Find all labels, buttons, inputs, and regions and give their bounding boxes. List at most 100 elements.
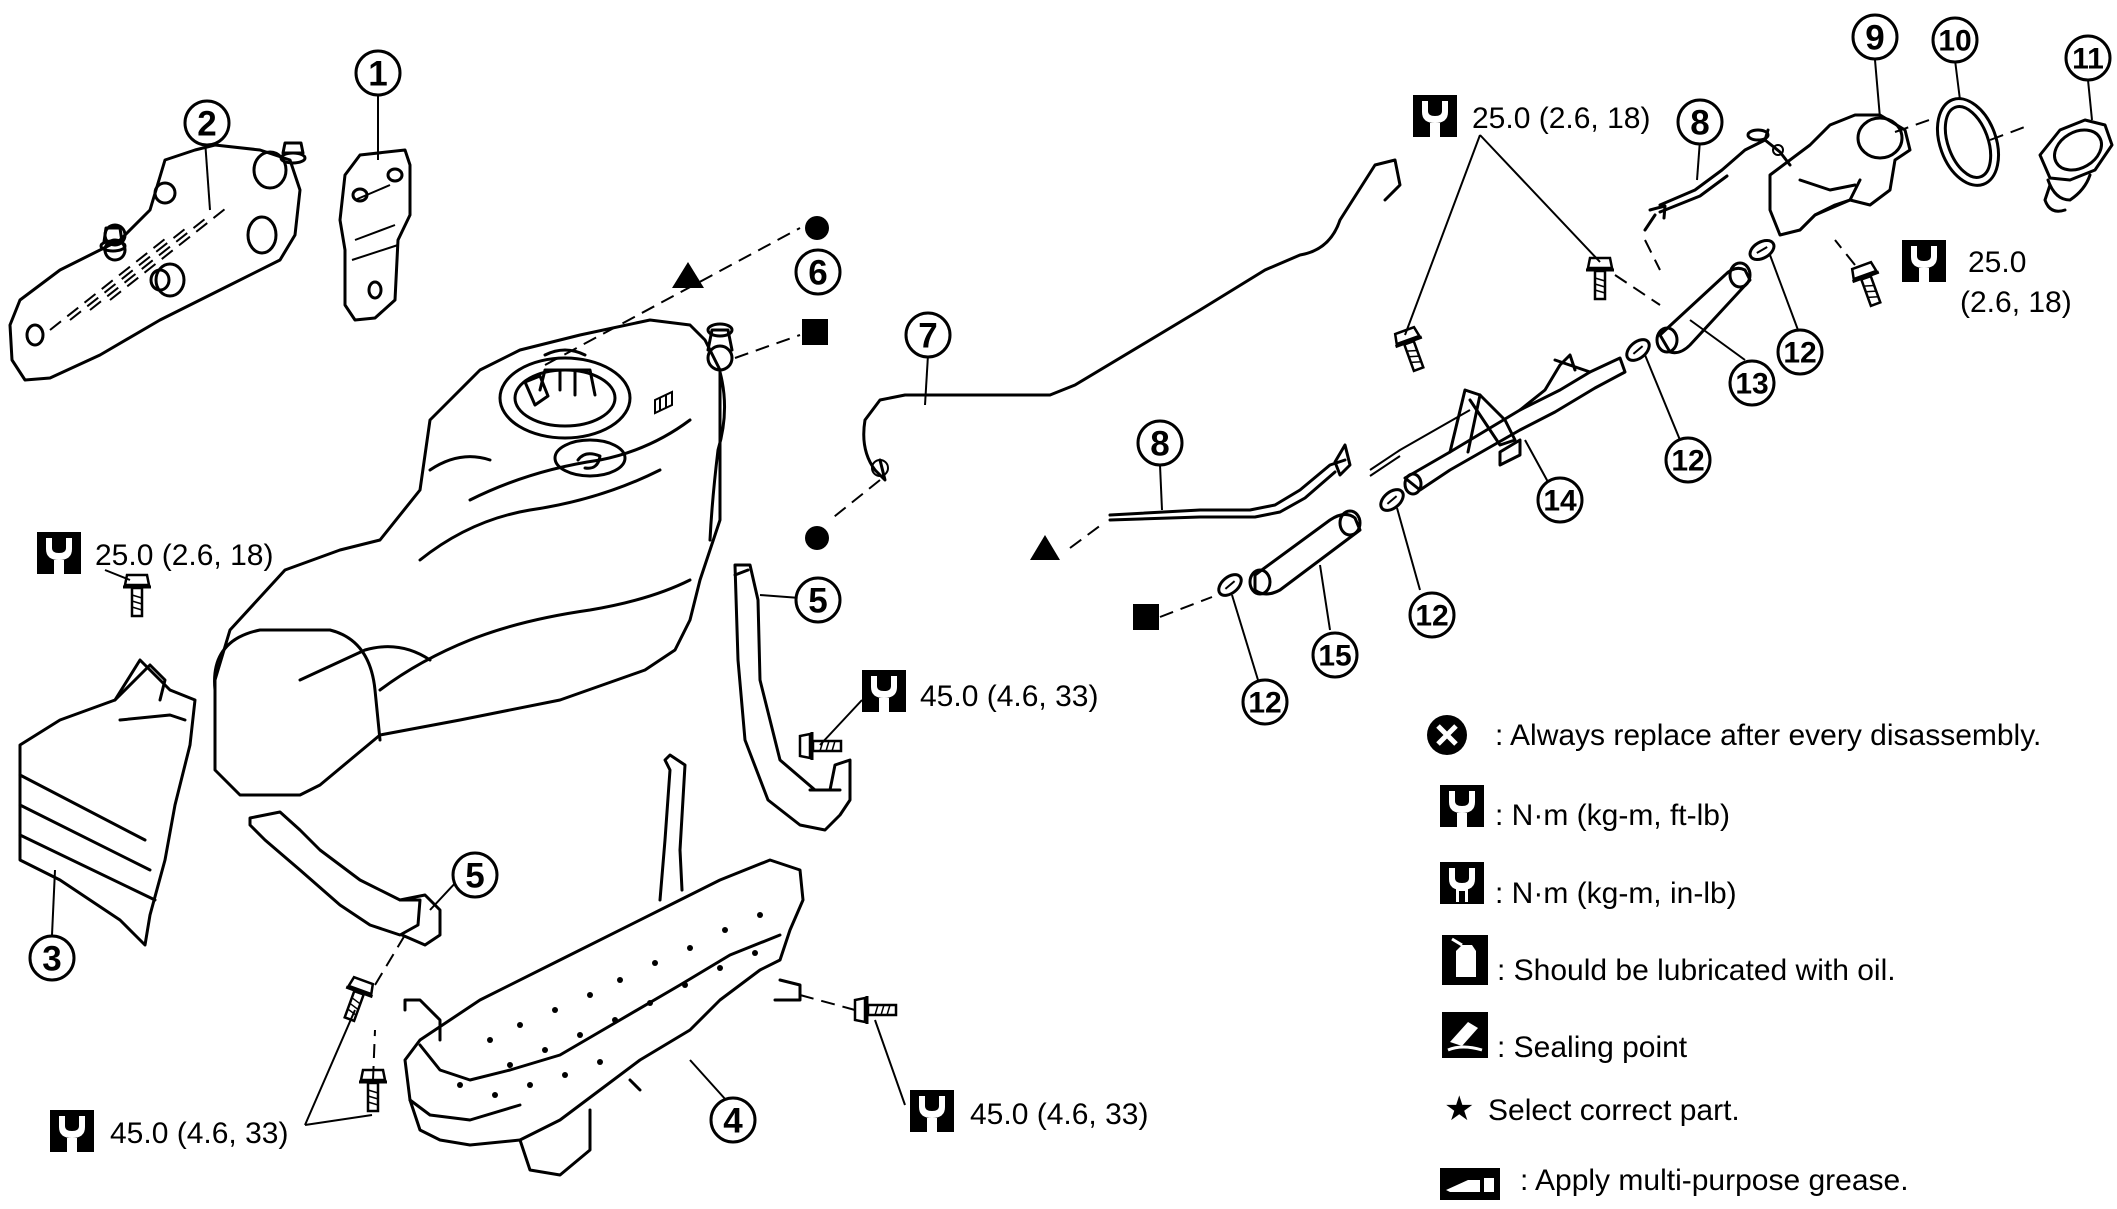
- torque-spec: 25.0: [1968, 246, 2026, 279]
- hose-clamp: [1621, 334, 1655, 366]
- replace-icon: [1427, 715, 1467, 755]
- svg-text:6: 6: [808, 254, 827, 293]
- svg-text:12: 12: [1415, 600, 1448, 633]
- torque-icon: [862, 670, 906, 712]
- callout-12: 12: [1776, 328, 1824, 376]
- svg-text:3: 3: [42, 940, 61, 979]
- torque-icon: [1413, 95, 1457, 137]
- filler-neck-upper: [1768, 113, 1912, 237]
- heat-shield-lower: [18, 658, 197, 947]
- circle-marker: [805, 216, 829, 240]
- svg-text:1: 1: [368, 55, 387, 94]
- svg-text:13: 13: [1735, 368, 1768, 401]
- torque-icon: [50, 1110, 94, 1152]
- callout-12: 12: [1408, 591, 1456, 639]
- circle-marker: [805, 526, 829, 550]
- heat-shield-upper: [8, 143, 302, 382]
- torque-ftlb-icon: [1440, 785, 1484, 827]
- callout-1: 1: [354, 49, 402, 97]
- torque-icon: [1902, 240, 1946, 282]
- vent-tube: [862, 158, 1402, 482]
- svg-text:7: 7: [918, 317, 937, 356]
- torque-inlb-icon: [1440, 862, 1484, 904]
- legend-select: Select correct part.: [1488, 1094, 1740, 1127]
- svg-text:14: 14: [1543, 485, 1577, 518]
- callout-6: 6: [794, 248, 842, 296]
- torque-spec: 45.0 (4.6, 33): [110, 1117, 288, 1150]
- torque-spec: 45.0 (4.6, 33): [970, 1098, 1148, 1131]
- svg-text:8: 8: [1150, 425, 1169, 464]
- grease-icon: [1440, 1168, 1500, 1200]
- callout-10: 10: [1931, 16, 1979, 64]
- svg-text:2: 2: [197, 105, 216, 144]
- filler-bolt: [1389, 324, 1434, 376]
- clip-fastener: [279, 141, 307, 165]
- callout-3: 3: [28, 934, 76, 982]
- callout-9: 9: [1851, 13, 1899, 61]
- torque-icon: [910, 1090, 954, 1132]
- vent-hose-lower: [1108, 443, 1352, 522]
- bracket: [338, 148, 412, 322]
- svg-text:12: 12: [1248, 687, 1281, 720]
- svg-text:8: 8: [1690, 104, 1709, 143]
- tank-strap-right: [733, 563, 852, 832]
- callout-2: 2: [183, 99, 231, 147]
- star-icon: ★: [1444, 1090, 1474, 1128]
- callout-12: 12: [1241, 678, 1289, 726]
- legend-sealing: : Sealing point: [1497, 1031, 1688, 1064]
- sealing-icon: [1442, 1012, 1488, 1058]
- torque-spec: 25.0 (2.6, 18): [95, 539, 273, 572]
- callout-5: 5: [794, 576, 842, 624]
- svg-text:12: 12: [1783, 337, 1816, 370]
- fuel-tank: [213, 318, 734, 797]
- callout-4: 4: [709, 1096, 757, 1144]
- callout-5: 5: [451, 851, 499, 899]
- filler-hose-lower: [1248, 509, 1362, 596]
- hose-clamp: [1375, 484, 1409, 516]
- svg-text:11: 11: [2072, 43, 2104, 76]
- clip-fastener: [99, 226, 127, 253]
- fuel-filler-cap: [2038, 118, 2114, 213]
- strap-bolt: [798, 730, 843, 762]
- heat-shield-bolt: [121, 573, 153, 618]
- svg-text:15: 15: [1318, 640, 1351, 673]
- legend-torque-ftlb: : N·m (kg-m, ft-lb): [1495, 799, 1730, 832]
- callout-7: 7: [904, 311, 952, 359]
- filler-gasket: [1936, 97, 2000, 187]
- callout-15: 15: [1311, 631, 1359, 679]
- triangle-marker: [1030, 535, 1060, 560]
- square-marker: [802, 319, 828, 345]
- filler-tube: [1369, 353, 1627, 496]
- callout-13: 13: [1728, 359, 1776, 407]
- svg-text:10: 10: [1938, 25, 1971, 58]
- callout-8: 8: [1136, 419, 1184, 467]
- legend-torque-inlb: : N·m (kg-m, in-lb): [1495, 877, 1737, 910]
- oil-icon: [1442, 935, 1488, 985]
- hose-clamp: [1213, 569, 1247, 601]
- callout-14: 14: [1536, 476, 1584, 524]
- svg-text:9: 9: [1865, 19, 1884, 58]
- square-marker: [1133, 604, 1159, 630]
- filler-bolt: [1584, 256, 1616, 301]
- callout-12: 12: [1664, 436, 1712, 484]
- callout-8: 8: [1676, 98, 1724, 146]
- legend-oil: : Should be lubricated with oil.: [1497, 954, 1896, 987]
- torque-icon: [37, 532, 81, 574]
- skid-plate-bolt: [853, 994, 898, 1026]
- vent-hose-upper: [1643, 128, 1792, 232]
- filler-hose: [1655, 261, 1752, 355]
- svg-text:5: 5: [808, 582, 827, 621]
- strap-bolt: [334, 974, 379, 1026]
- legend-replace: : Always replace after every disassembly…: [1495, 719, 2041, 752]
- torque-spec: 25.0 (2.6, 18): [1472, 102, 1650, 135]
- legend-grease: : Apply multi-purpose grease.: [1520, 1164, 1909, 1197]
- tank-strap-left: [248, 810, 442, 947]
- svg-text:4: 4: [723, 1102, 743, 1141]
- torque-spec: 45.0 (4.6, 33): [920, 680, 1098, 713]
- filler-bolt: [1846, 259, 1891, 311]
- svg-text:12: 12: [1671, 445, 1704, 478]
- torque-spec: (2.6, 18): [1960, 286, 2072, 319]
- legend: : Always replace after every disassembly…: [1427, 715, 2041, 1200]
- triangle-marker: [672, 262, 704, 288]
